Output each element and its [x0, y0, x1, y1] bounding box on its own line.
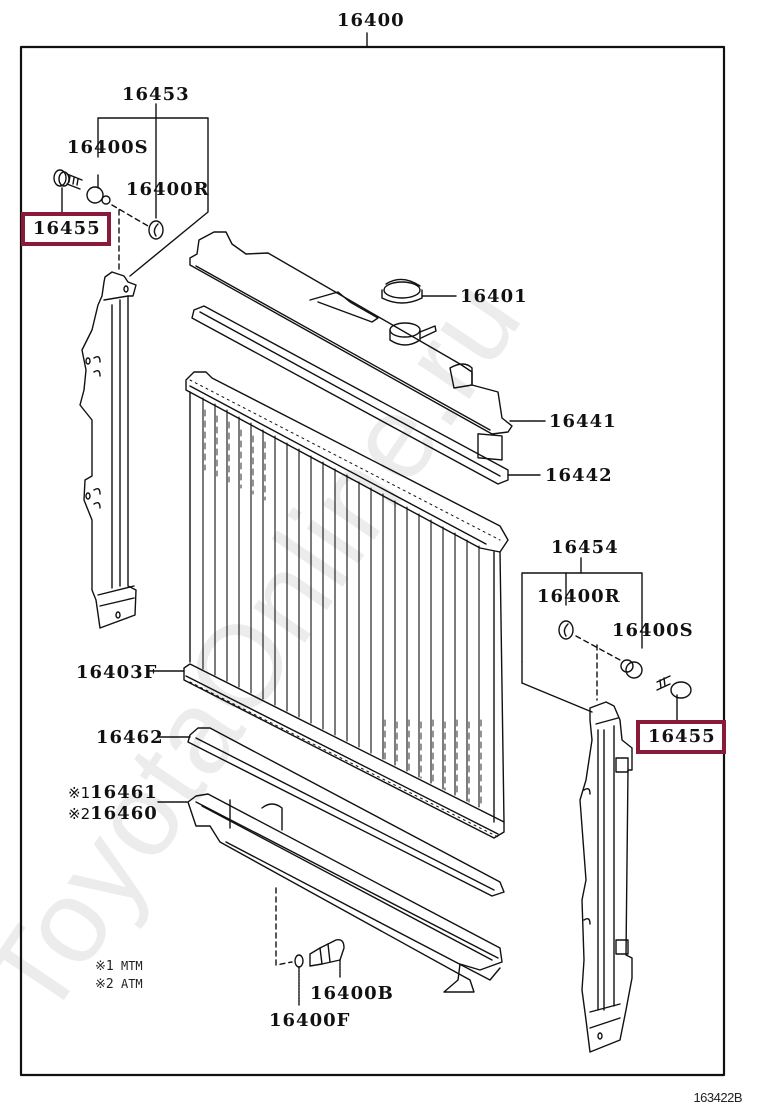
- left-grommet-s-icon: [86, 186, 111, 205]
- label-lower-tank-atm-16460: ※216460: [68, 803, 158, 824]
- note-mark-1: ※1: [68, 784, 91, 802]
- note-item: ※1 MTM: [95, 959, 143, 974]
- label-upper-gasket-16442: 16442: [545, 465, 613, 486]
- label-assembly-16400: 16400: [337, 10, 405, 31]
- left-bracket-set-bracket: [61, 103, 209, 277]
- label-left-bracket-set-16453: 16453: [122, 84, 190, 105]
- right-grommet-r-icon: [558, 620, 574, 640]
- label-right-bolt-16455-highlighted[interactable]: 16455: [636, 720, 726, 754]
- label-upper-tank-16441: 16441: [549, 411, 617, 432]
- notes-legend: ※1 MTM ※2 ATM: [95, 958, 143, 993]
- filler-neck: [389, 322, 437, 346]
- label-left-bolt-16455-highlighted[interactable]: 16455: [21, 212, 111, 246]
- label-cap-16401: 16401: [460, 286, 528, 307]
- radiator-cap-icon: [381, 278, 457, 304]
- diagram-frame: [19, 45, 726, 1077]
- drain-cock-icon: [309, 938, 345, 979]
- upper-tank: [189, 231, 513, 461]
- right-bolt-icon: [656, 675, 692, 699]
- label-right-bracket-set-16454: 16454: [551, 537, 619, 558]
- left-dash-leaders: [111, 204, 149, 273]
- label-right-grommet-r-16400R: 16400R: [537, 586, 621, 607]
- left-bolt-icon: [53, 169, 83, 190]
- left-grommet-r-icon: [148, 220, 164, 240]
- label-drain-gasket-16400F: 16400F: [269, 1010, 351, 1031]
- label-lower-gasket-16462: 16462: [96, 727, 164, 748]
- label-core-16403F: 16403F: [76, 662, 158, 683]
- drain-gasket-icon: [294, 954, 304, 1006]
- upper-gasket: [191, 305, 541, 485]
- right-bracket-set-bracket: [521, 557, 678, 723]
- drawing-code: 163422B: [693, 1090, 742, 1105]
- right-grommet-s-icon: [620, 659, 643, 679]
- label-drain-cock-16400B: 16400B: [310, 983, 394, 1004]
- label-lower-tank-mtm-16461: ※116461: [68, 782, 158, 803]
- note-mark-2: ※2: [68, 805, 91, 823]
- radiator-core: [183, 371, 509, 839]
- label-left-grommet-s-16400S: 16400S: [67, 137, 149, 158]
- drain-dash-leader: [275, 887, 293, 966]
- left-side-support: [79, 271, 137, 629]
- note-item: ※2 ATM: [95, 976, 143, 992]
- right-dash-leaders: [575, 635, 621, 701]
- lower-tank: [187, 793, 503, 993]
- lower-gasket: [187, 727, 505, 897]
- right-side-support: [579, 701, 633, 1053]
- label-left-grommet-r-16400R: 16400R: [126, 179, 210, 200]
- label-right-grommet-s-16400S: 16400S: [612, 620, 694, 641]
